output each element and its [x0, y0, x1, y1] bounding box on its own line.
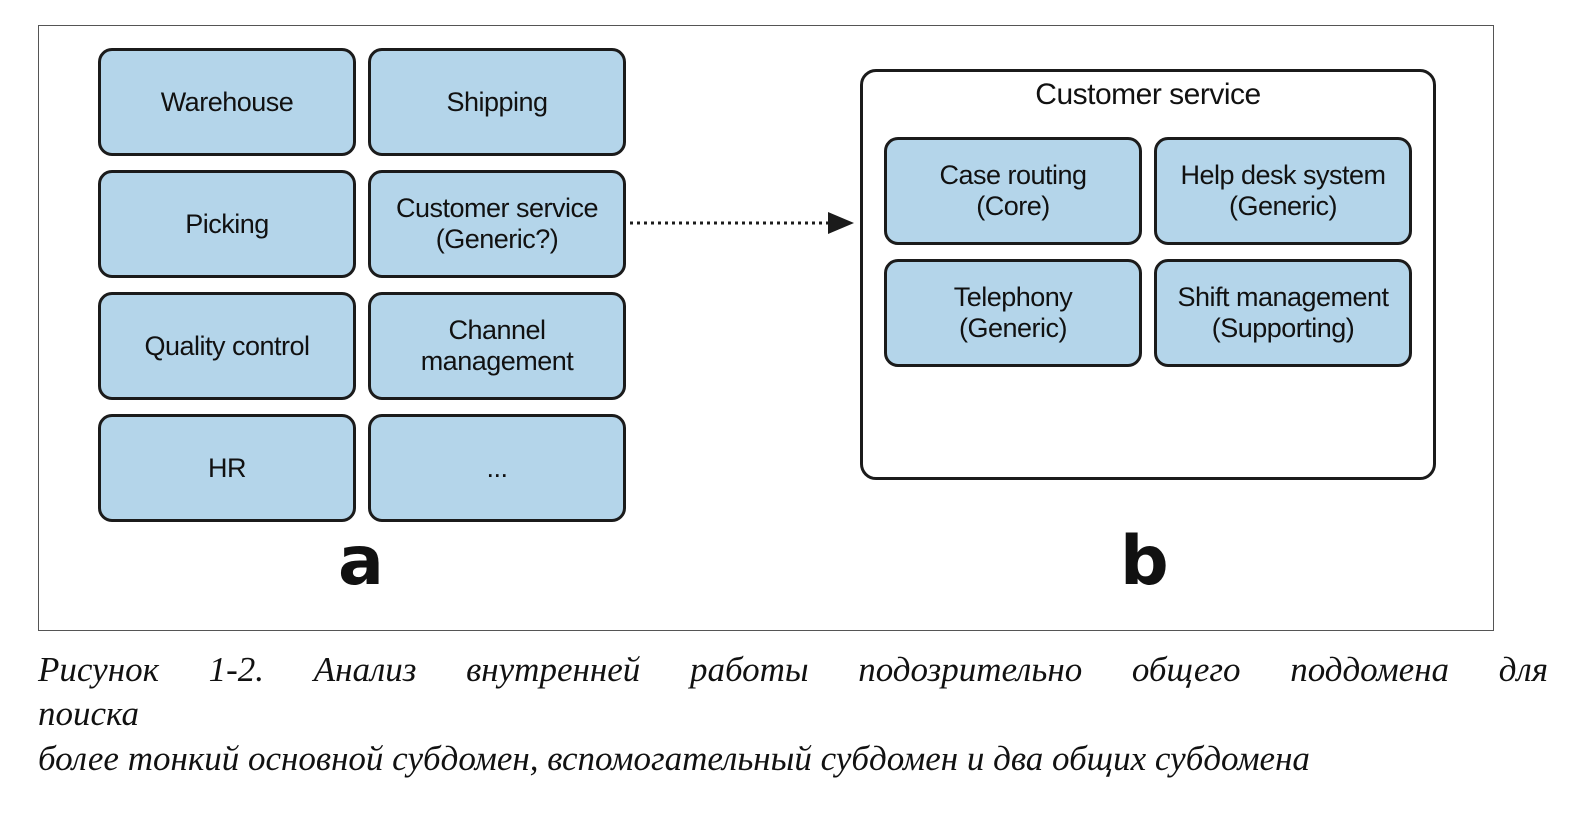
subdomain-box-quality-control: Quality control: [98, 292, 356, 400]
subdomain-box-channel-management: Channel management: [368, 292, 626, 400]
diagram-a-label: a: [338, 522, 384, 601]
subdomain-box-case-routing: Case routing (Core): [884, 137, 1142, 245]
subdomain-box-hr: HR: [98, 414, 356, 522]
subdomain-box-telephony: Telephony (Generic): [884, 259, 1142, 367]
subdomain-box-shift-management: Shift management (Supporting): [1154, 259, 1412, 367]
subdomain-box-picking: Picking: [98, 170, 356, 278]
figure-caption-line-2: поиска: [38, 694, 140, 733]
subdomain-box-warehouse: Warehouse: [98, 48, 356, 156]
subdomain-box-shipping: Shipping: [368, 48, 626, 156]
figure-caption-line-1: Рисунок 1-2. Анализ внутренней работы по…: [38, 650, 1548, 689]
figure-caption-line-3: более тонкий основной субдомен, вспомога…: [38, 739, 1310, 778]
subdomain-box-customer-service: Customer service (Generic?): [368, 170, 626, 278]
dotted-arrow-icon: [630, 212, 854, 234]
customer-service-title: Customer service: [1035, 78, 1261, 111]
subdomain-box-ellipsis: ...: [368, 414, 626, 522]
diagram-b-label: b: [1120, 522, 1169, 601]
subdomain-box-help-desk-system: Help desk system (Generic): [1154, 137, 1412, 245]
